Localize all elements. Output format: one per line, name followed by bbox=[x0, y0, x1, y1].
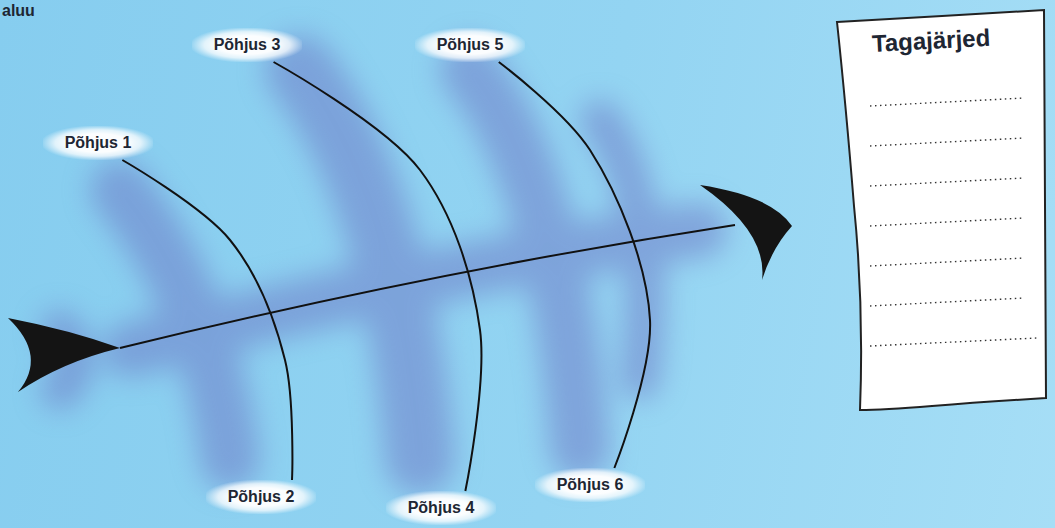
cause-label: Põhjus 1 bbox=[65, 134, 132, 152]
cause-cloud: Põhjus 6 bbox=[535, 468, 646, 502]
bone-line bbox=[122, 160, 292, 480]
writing-line bbox=[870, 138, 1024, 146]
cause-cloud: Põhjus 4 bbox=[386, 491, 497, 525]
writing-line bbox=[870, 298, 1024, 306]
fish-tail bbox=[8, 318, 120, 392]
paper-sheet bbox=[837, 10, 1046, 410]
cause-cloud: Põhjus 3 bbox=[192, 28, 303, 62]
cause-label: Põhjus 2 bbox=[228, 488, 295, 506]
paper-outline bbox=[832, 6, 1048, 414]
cause-cloud: Põhjus 1 bbox=[43, 126, 154, 160]
writing-line bbox=[870, 98, 1024, 106]
writing-line bbox=[870, 218, 1024, 226]
writing-line bbox=[870, 338, 1037, 346]
fish-head bbox=[700, 185, 792, 280]
effects-paper: Tagajärjed bbox=[832, 6, 1048, 414]
corner-title: aluu bbox=[2, 2, 35, 20]
writing-line bbox=[870, 258, 1024, 266]
cause-label: Põhjus 6 bbox=[557, 476, 624, 494]
writing-line bbox=[870, 178, 1024, 186]
bone-line bbox=[499, 62, 650, 468]
fish-shadow bbox=[60, 70, 700, 460]
cause-label: Põhjus 3 bbox=[214, 36, 281, 54]
fish-spine bbox=[120, 225, 735, 348]
cause-label: Põhjus 4 bbox=[408, 499, 475, 517]
cause-cloud: Põhjus 2 bbox=[206, 480, 317, 514]
cause-cloud: Põhjus 5 bbox=[415, 28, 526, 62]
bone-line bbox=[274, 62, 482, 491]
cause-label: Põhjus 5 bbox=[437, 36, 504, 54]
